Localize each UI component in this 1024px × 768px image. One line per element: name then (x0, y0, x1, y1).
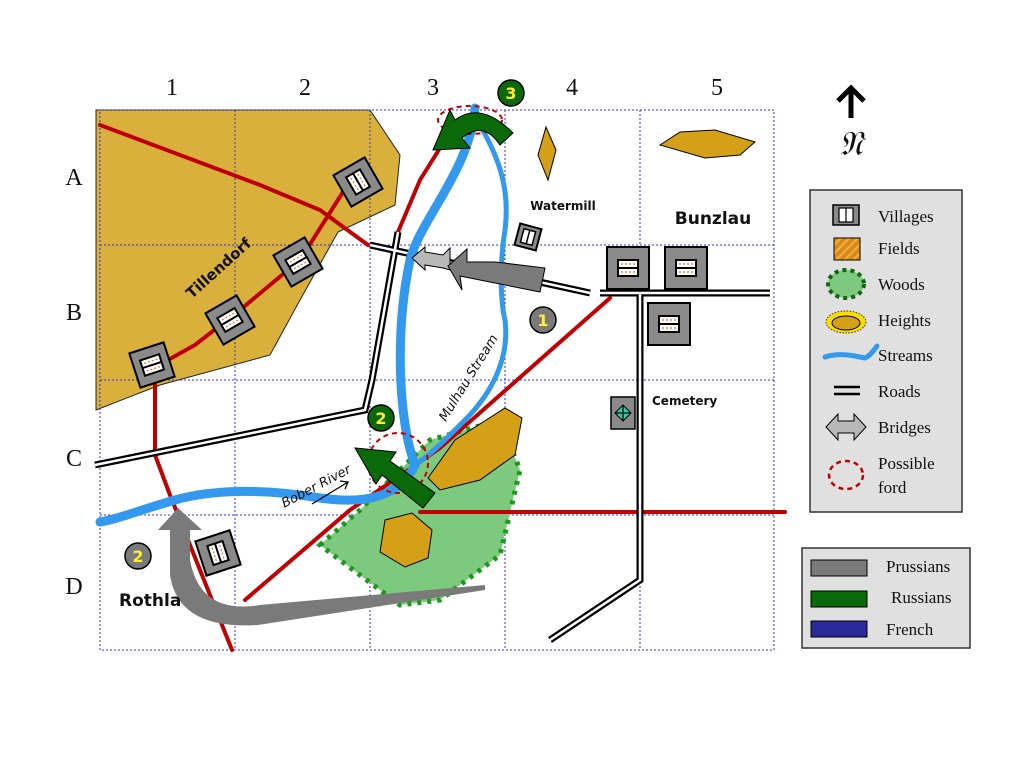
legend-label-bridges: Bridges (878, 418, 931, 437)
svg-text:2: 2 (375, 409, 386, 428)
legend-label-prussians: Prussians (886, 557, 950, 576)
row-label: B (66, 300, 82, 326)
bridge-icon (411, 245, 451, 272)
legend-label-heights: Heights (878, 311, 931, 330)
column-label: 3 (427, 75, 439, 101)
heights-northeast (658, 129, 757, 159)
ford-icon (827, 459, 865, 491)
legend-label-possible: Possible (878, 454, 935, 473)
legend-label-french: French (886, 620, 934, 639)
column-label: 4 (566, 75, 578, 101)
village-rothla (194, 529, 242, 577)
legend-label-villages: Villages (878, 207, 934, 226)
row-label: C (66, 446, 82, 472)
heights-large (427, 407, 523, 491)
ford-north (437, 105, 503, 135)
marker-prussian-2: 2 (124, 542, 152, 570)
village (332, 156, 384, 208)
legend-label-roads: Roads (878, 382, 921, 401)
column-label: 5 (711, 75, 723, 101)
russian-arrow-south (354, 447, 436, 509)
cemetery-icon (610, 396, 636, 430)
heights-north (537, 125, 557, 182)
svg-text:1: 1 (537, 311, 548, 330)
red-roads (98, 123, 787, 652)
marker-russian-2: 2 (367, 404, 395, 432)
road-icon (834, 385, 860, 396)
bridge-icon (825, 412, 867, 442)
label-bunzlau: Bunzlau (675, 209, 751, 229)
legend-label-streams: Streams (878, 346, 933, 365)
marker-prussian-1: 1 (529, 306, 557, 334)
heights-small (379, 512, 433, 568)
column-label: 2 (299, 75, 311, 101)
stream-icon (822, 343, 880, 361)
village-bunzlau (664, 246, 708, 290)
village-icon (832, 204, 860, 226)
russian-arrow-north (432, 108, 514, 151)
village (128, 341, 176, 389)
label-watermill: Watermill (530, 199, 596, 213)
prussian-arrow-south (158, 508, 485, 626)
village (272, 236, 324, 288)
legend-label-ford: ford (878, 478, 907, 497)
field-icon (833, 237, 861, 261)
swatch-russians (810, 590, 868, 608)
village (204, 294, 256, 346)
prussian-arrow-east (447, 247, 546, 293)
village-watermill (513, 222, 543, 252)
woods-icon (826, 268, 866, 300)
legend-label-fields: Fields (878, 239, 920, 258)
label-mulhau-stream: Mulhau Stream (436, 332, 501, 424)
flow-arrow-icon (311, 480, 349, 505)
marker-russian-3: 3 (497, 79, 525, 107)
row-label: D (65, 574, 82, 600)
north-symbol: 𝔑 (839, 124, 867, 164)
swatch-french (810, 620, 868, 638)
label-cemetery: Cemetery (652, 394, 717, 408)
svg-text:2: 2 (132, 547, 143, 566)
swatch-prussians (810, 559, 868, 577)
column-label: 1 (166, 75, 178, 101)
heights-icon (825, 310, 867, 334)
legend-label-woods: Woods (878, 275, 925, 294)
label-rothla: Rothla (119, 591, 181, 611)
svg-text:3: 3 (505, 84, 516, 103)
village-bunzlau (647, 302, 691, 346)
legend-label-russians: Russians (891, 588, 951, 607)
village-bunzlau (606, 246, 650, 290)
north-arrow-icon (836, 84, 866, 118)
row-label: A (65, 165, 83, 191)
